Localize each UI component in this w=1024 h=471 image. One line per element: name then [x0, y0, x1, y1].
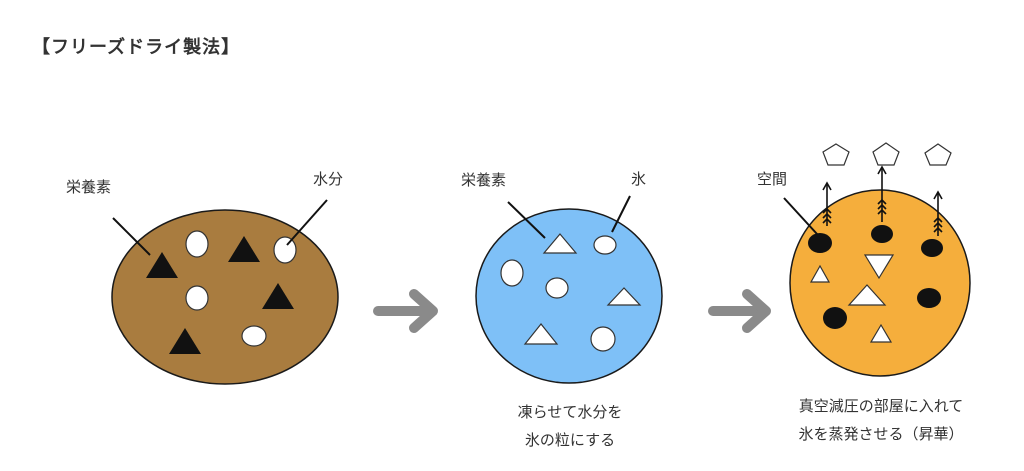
vapor-pentagon-icon	[872, 142, 900, 166]
nutrient-triangle	[847, 284, 887, 306]
nutrient-triangle	[523, 323, 559, 345]
void-space	[808, 233, 832, 253]
nutrient-triangle	[809, 264, 831, 283]
label-nutrient: 栄養素	[461, 171, 507, 189]
water-drop	[185, 285, 209, 311]
pointer-line	[286, 199, 328, 246]
water-drop	[185, 230, 209, 258]
vapor-arrow-icon	[822, 181, 832, 226]
arrow-right-icon	[373, 289, 438, 333]
pointer-line	[783, 197, 818, 235]
ice-grain	[593, 235, 617, 255]
ice-grain	[500, 259, 524, 287]
water-drop	[273, 236, 297, 264]
label-nutrient: 栄養素	[66, 178, 112, 196]
panel-sublimation	[783, 142, 971, 377]
caption-frozen: 凍らせて水分を 氷の粒にする	[490, 398, 650, 454]
food-ellipse-brown	[111, 209, 339, 385]
label-ice: 氷	[631, 170, 647, 188]
caption-line: 氷を蒸発させる（昇華）	[798, 425, 964, 443]
water-drop	[241, 325, 267, 347]
nutrient-triangle	[542, 233, 578, 254]
nutrient-triangle	[146, 252, 178, 278]
vapor-pentagon-icon	[822, 143, 850, 166]
void-space	[871, 225, 893, 243]
label-space: 空間	[757, 170, 788, 188]
panel-frozen	[475, 195, 663, 384]
panel-raw-food	[111, 199, 339, 385]
nutrient-triangle	[869, 323, 893, 343]
ice-grain	[545, 277, 569, 299]
void-space	[917, 288, 941, 308]
void-space	[823, 307, 847, 329]
food-ellipse-orange	[789, 189, 971, 377]
pointer-line	[611, 195, 631, 233]
nutrient-triangle	[169, 328, 201, 354]
pointer-line	[507, 201, 546, 239]
vapor-arrow-icon	[933, 190, 943, 236]
arrow-right-icon	[708, 289, 771, 333]
nutrient-triangle	[228, 236, 260, 262]
vapor-pentagon-icon	[924, 143, 952, 166]
page-title: 【フリーズドライ製法】	[32, 37, 241, 58]
ice-grain	[590, 326, 616, 352]
caption-sublimation: 真空減圧の部屋に入れて 氷を蒸発させる（昇華）	[776, 392, 986, 448]
nutrient-triangle	[863, 254, 895, 280]
pointer-line	[112, 217, 151, 256]
label-water: 水分	[313, 170, 344, 188]
nutrient-triangle	[262, 283, 294, 309]
vapor-arrow-icon	[877, 165, 887, 222]
caption-line: 凍らせて水分を	[517, 403, 623, 421]
food-ellipse-blue	[475, 208, 663, 384]
void-space	[921, 239, 943, 257]
caption-line: 真空減圧の部屋に入れて	[798, 397, 964, 415]
caption-line: 氷の粒にする	[524, 431, 616, 449]
nutrient-triangle	[606, 287, 642, 306]
